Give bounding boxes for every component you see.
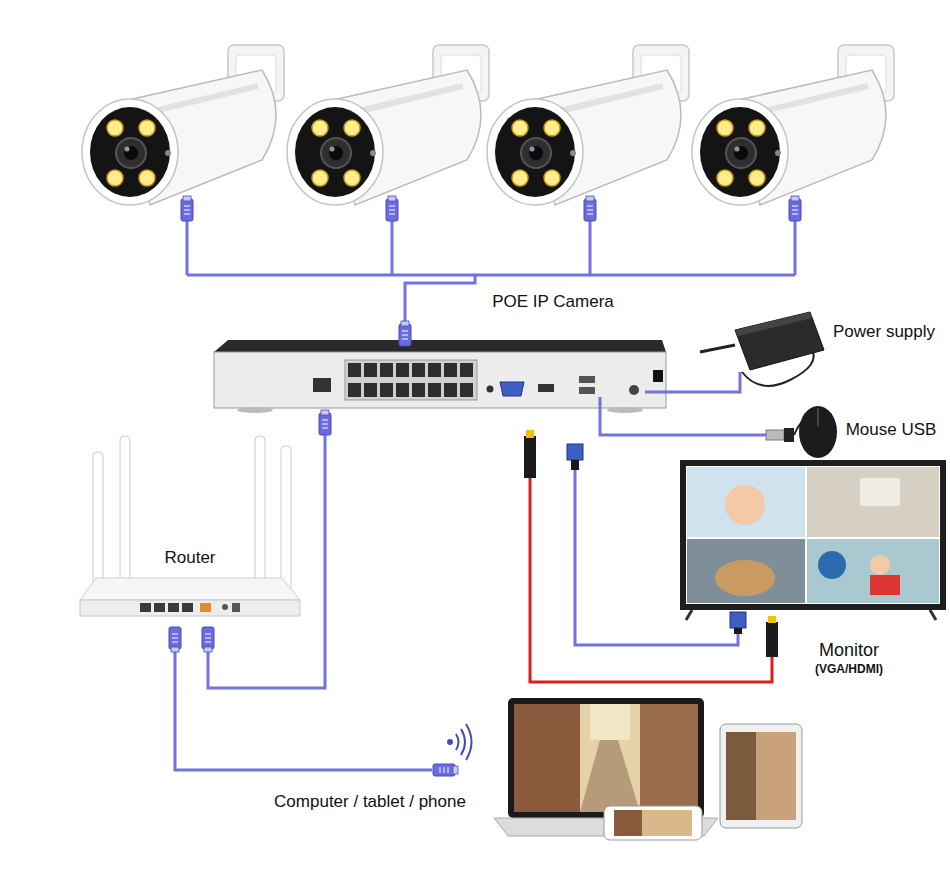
label-text: Monitor [813,640,885,662]
device-label: Router [162,548,218,568]
label-text: (VGA/HDMI) [813,662,885,676]
network-cables [175,428,432,770]
label-text: POE IP Camera [490,292,616,312]
device-label: Power supply [831,322,938,342]
router-illustration [80,436,300,616]
laptop-tablet-phone [494,698,802,840]
wifi-symbol [448,724,472,760]
device-label: Computer / tablet / phone [272,792,468,812]
mouse-illustration [600,397,837,458]
device-label: POE IP Camera [490,292,616,312]
cable-plugs [181,196,801,221]
label-text: Power supply [831,322,938,342]
device-label: Mouse USB [844,420,939,440]
device-label: Monitor(VGA/HDMI) [813,640,885,676]
power-supply-illustration [645,312,824,392]
monitor-illustration [680,460,946,620]
label-text: Router [162,548,218,568]
nvr-recorder [214,321,666,413]
network-plugs [169,410,458,776]
label-text: Mouse USB [844,420,939,440]
poe-cables [187,208,795,330]
label-text: Computer / tablet / phone [272,792,468,812]
camera-row [82,45,894,205]
